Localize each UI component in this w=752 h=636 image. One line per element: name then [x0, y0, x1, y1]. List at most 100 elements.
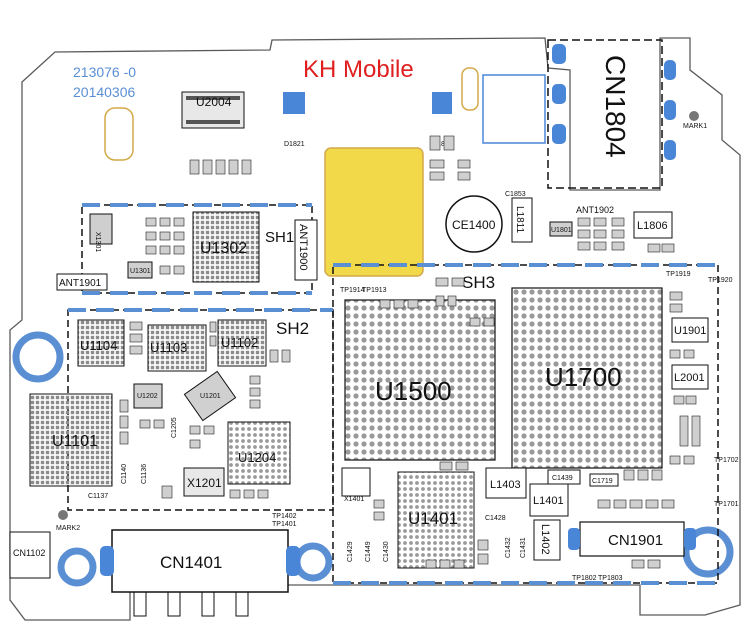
u1401-chip	[397, 471, 475, 569]
mount-hole	[293, 542, 333, 582]
u1104-label: U1104	[80, 338, 117, 353]
cn1804-label: CN1804	[600, 55, 631, 158]
ce1400-capacitor	[445, 195, 503, 253]
u1700-chip	[511, 287, 663, 469]
ant1900-label: ANT1900	[297, 224, 309, 270]
cn1401-connector	[111, 529, 289, 593]
x1301-label: X1301	[94, 232, 101, 252]
tp1701-label: TP1701	[714, 501, 739, 508]
c1428-label: C1428	[485, 515, 506, 522]
board-code: 213076 -0	[73, 64, 136, 80]
pad	[482, 74, 546, 144]
l2001-label: L2001	[674, 372, 705, 384]
c1136-label: C1136	[141, 464, 148, 484]
x1401-crystal	[341, 467, 371, 497]
sh2-label: SH2	[276, 319, 309, 338]
mount-hole	[12, 331, 64, 383]
l1401-label: L1401	[533, 495, 564, 507]
l1401-inductor	[529, 483, 569, 517]
cn1401-label: CN1401	[160, 553, 222, 572]
pad	[432, 92, 452, 114]
tp1702-label: TP1702	[714, 457, 739, 464]
u1202-label: U1202	[137, 393, 158, 400]
u1500-chip	[344, 299, 496, 461]
u1302-chip	[192, 211, 260, 283]
u1401-label: U1401	[408, 509, 458, 528]
x1401-label: X1401	[344, 496, 364, 503]
board-date: 20140306	[73, 84, 136, 100]
mark2-label: MARK2	[56, 525, 80, 532]
mark1-label: MARK1	[683, 123, 707, 130]
u1801-label: U1801	[551, 227, 572, 234]
passive-components	[119, 135, 701, 569]
sh3-label: SH3	[462, 273, 495, 292]
tp1401-label: TP1401	[272, 521, 297, 528]
u1201-chip	[183, 370, 237, 422]
mount-hole	[57, 547, 97, 587]
u1101-label: U1101	[52, 433, 98, 450]
x1201-label: X1201	[187, 476, 222, 490]
tp1920-label: TP1920	[708, 277, 733, 284]
u1101-chip	[29, 393, 113, 487]
ant1902-label: ANT1902	[576, 205, 614, 215]
yellow-pad	[324, 147, 424, 277]
u1201-label: U1201	[200, 393, 221, 400]
tp1802-label: TP1802	[572, 575, 597, 582]
ce1400-label: CE1400	[452, 218, 496, 232]
u2004-label: U2004	[196, 95, 232, 109]
u1801-chip	[549, 221, 573, 237]
d1821-label: D1821	[284, 141, 305, 148]
mark1-dot	[689, 111, 699, 121]
x1301-crystal	[89, 213, 113, 245]
l1806-inductor	[633, 211, 673, 239]
u1103-label: U1103	[150, 340, 187, 355]
c1449-label: C1449	[365, 541, 372, 562]
u1901-chip	[671, 317, 709, 343]
brand-watermark: KH Mobile	[303, 56, 414, 83]
cn1102-label: CN1102	[13, 548, 45, 558]
u1301-label: U1301	[130, 268, 151, 275]
c1430-label: C1430	[383, 541, 390, 562]
c1140-label: C1140	[121, 464, 128, 484]
l1811-inductor	[511, 197, 533, 243]
d1822-label: D1822	[432, 141, 453, 148]
sh3-shield	[332, 264, 719, 584]
u1103-chip	[147, 324, 207, 372]
u1204-chip	[227, 421, 291, 485]
cn1901-label: CN1901	[608, 532, 663, 549]
u1202-chip	[133, 383, 163, 409]
u1104-chip	[77, 319, 125, 367]
mark2-dot	[58, 510, 68, 520]
l1811-label: L1811	[514, 206, 525, 234]
c1719-label: C1719	[592, 478, 613, 485]
u1302-label: U1302	[200, 240, 247, 257]
u1204-label: U1204	[238, 450, 276, 465]
c1432-label: C1432	[505, 537, 512, 558]
mount-hole	[682, 526, 734, 578]
u1500-label: U1500	[375, 376, 452, 406]
board-outline	[9, 37, 741, 621]
sh1-label: SH1	[265, 229, 294, 246]
l2001-inductor	[671, 364, 709, 390]
cn1102-connector	[9, 531, 51, 579]
pad	[283, 92, 305, 114]
u1102-label: U1102	[221, 335, 258, 350]
c1205-label: C1205	[171, 417, 178, 438]
l1402-label: L1402	[539, 524, 551, 555]
u1301-chip	[127, 261, 153, 279]
l1806-label: L1806	[637, 220, 668, 232]
c1439-label: C1439	[552, 475, 573, 482]
u1700-label: U1700	[545, 362, 622, 392]
cn1901-connector	[579, 521, 685, 557]
u1901-label: U1901	[674, 325, 706, 337]
l1403-label: L1403	[490, 479, 521, 491]
ant1901-label: ANT1901	[59, 278, 102, 289]
c1431-label: C1431	[520, 537, 527, 558]
c1853-label: C1853	[505, 191, 526, 198]
cn1804-connector	[547, 39, 663, 189]
tp1402-label: TP1402	[272, 513, 297, 520]
l1403-inductor	[485, 467, 527, 499]
l1402-inductor	[533, 519, 561, 561]
tp1914-label: TP1914	[340, 287, 365, 294]
